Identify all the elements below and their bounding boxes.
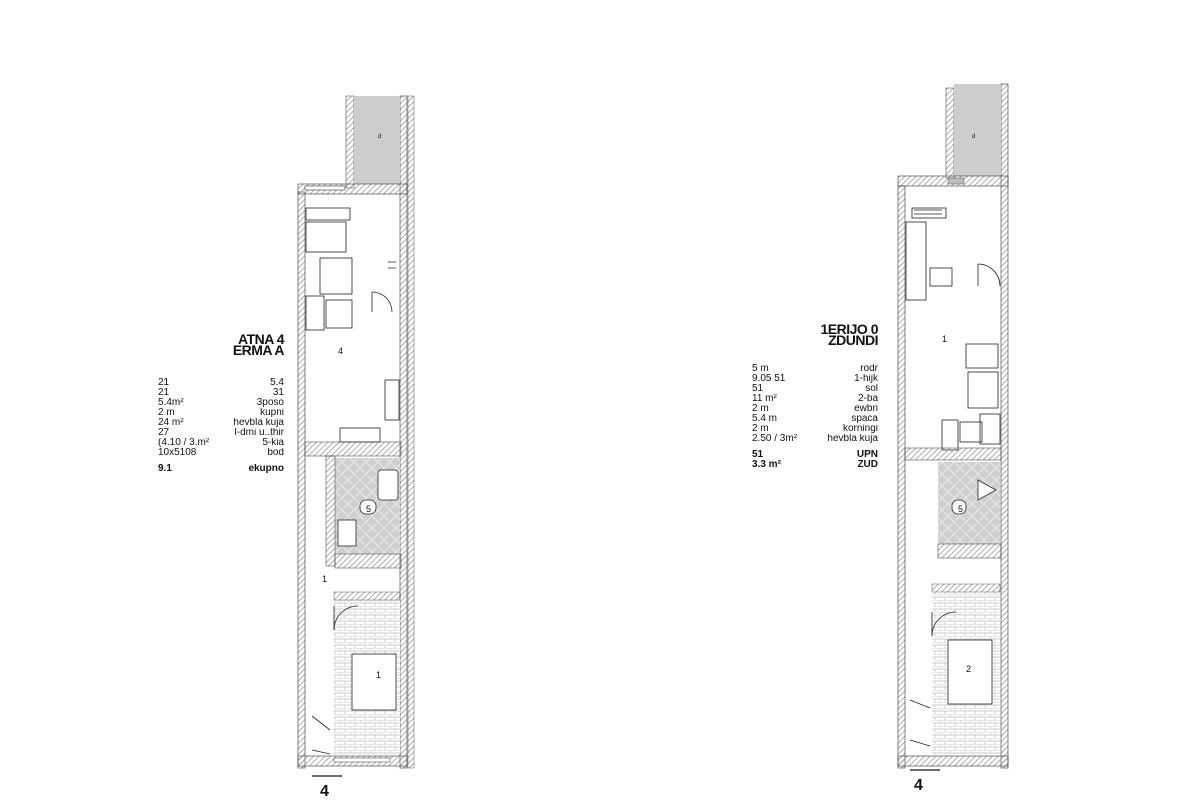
right-wall-north-west (945, 87, 955, 179)
right-wall-south (897, 755, 1009, 767)
right-wall-east (1000, 83, 1009, 769)
left-room-label-4: 1 (376, 670, 381, 680)
right-legend-title-2: ZDUNDI (828, 332, 878, 348)
left-terrace (354, 96, 400, 184)
right-terrace (954, 84, 1001, 176)
right-room-label-2: 5 (958, 504, 963, 514)
right-floor-plan: d (897, 83, 1009, 794)
left-room-label-3: 5 (366, 504, 371, 514)
right-partition-1 (904, 447, 1002, 461)
right-wall-west (897, 185, 906, 769)
right-living-room (905, 207, 1001, 451)
right-legend-title-1: 1ERIJO 0 (820, 321, 879, 337)
left-living-room (305, 207, 400, 443)
left-wall-north (297, 183, 408, 195)
svg-text:d: d (972, 134, 975, 140)
left-wall-inner (325, 455, 336, 567)
left-wall-west (297, 191, 306, 769)
right-bathroom (938, 462, 1000, 544)
right-partition-2 (937, 543, 1002, 559)
svg-text:4: 4 (914, 777, 923, 794)
left-room-label-1: 1 (322, 574, 327, 584)
right-room-label-1: 1 (942, 334, 947, 344)
left-partition-1 (304, 441, 402, 457)
svg-text:d: d (378, 134, 381, 140)
left-room-label-2: 4 (338, 346, 343, 356)
left-section-marker: 4 (312, 775, 342, 800)
left-legend-title-1: ATNA 4 (238, 331, 285, 347)
right-section-marker: 4 (910, 769, 940, 794)
svg-text:4: 4 (320, 783, 329, 800)
left-wall-east (399, 95, 408, 769)
right-room-label-3: 2 (966, 664, 971, 674)
left-legend-title-2: ERMA A (232, 342, 285, 358)
left-wall-east-outer (407, 95, 415, 769)
left-floor-plan: d (297, 95, 415, 800)
left-partition-2 (334, 553, 402, 569)
left-wall-north-west (345, 95, 355, 189)
